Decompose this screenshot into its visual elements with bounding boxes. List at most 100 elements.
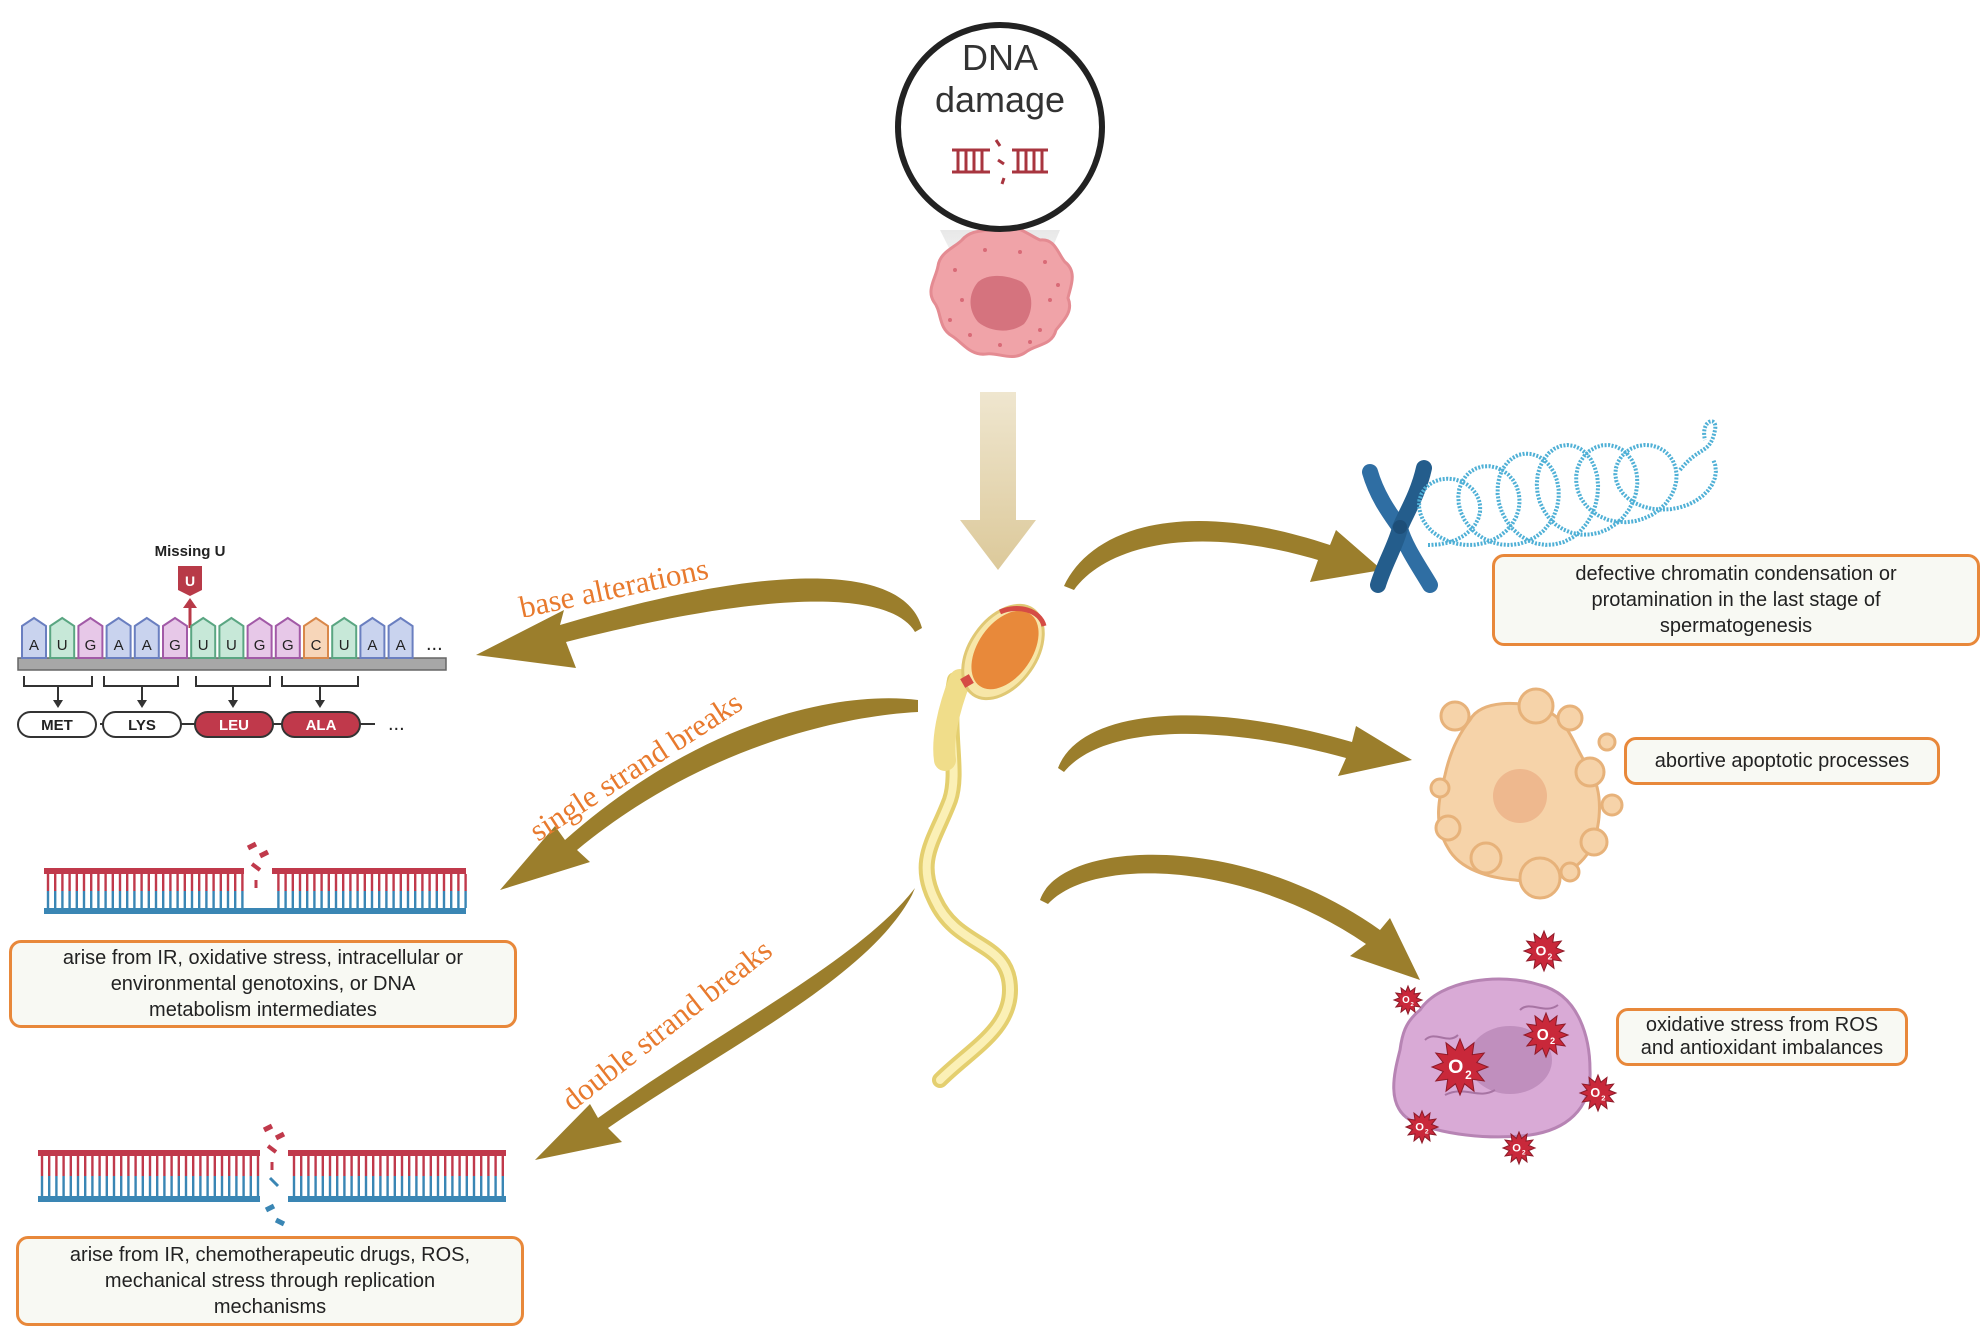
base-tile: C (303, 616, 329, 659)
dna-strand-red (38, 1150, 260, 1156)
base-tile: G (274, 616, 301, 659)
arrow-base-alterations (476, 578, 922, 668)
ros-label: O (1536, 942, 1547, 958)
apoptotic-cell-icon (1429, 687, 1624, 900)
amino-acid-pill: LYS (102, 711, 182, 738)
codon-brackets (23, 676, 359, 700)
base-tile: G (246, 616, 273, 659)
base-tile: U (190, 616, 217, 659)
base-letter: A (114, 637, 124, 654)
aa-ellipsis: ... (388, 713, 405, 735)
arrow-single-strand (500, 698, 918, 890)
chromatin-line3: spermatogenesis (1659, 615, 1813, 637)
sperm-tail-core (922, 676, 1015, 1084)
broken-fragment (246, 841, 258, 851)
apoptosis-line1: abortive apoptotic processes (1654, 750, 1910, 772)
missing-u-tile (178, 566, 202, 596)
ros-subscript: 2 (1548, 951, 1553, 961)
amino-acid-pill: ALA (281, 711, 361, 738)
base-tile: A (359, 616, 386, 659)
missing-u-label: Missing U (155, 543, 226, 560)
dna-strand-red (44, 868, 244, 874)
amino-acid-pill: MET (17, 711, 97, 738)
base-tile: U (218, 616, 245, 659)
base-tile: A (133, 616, 160, 659)
pathway-arrows (476, 520, 1420, 1160)
base-letter: G (85, 637, 97, 654)
ros-subscript: 2 (1425, 1129, 1429, 1136)
ssb-cause-box: arise from IR, oxidative stress, intrace… (9, 940, 517, 1028)
ros-label: O (1590, 1086, 1600, 1100)
base-tile: G (77, 616, 104, 659)
chromosome-icon (1362, 460, 1438, 593)
ros-subscript: 2 (1522, 1150, 1526, 1157)
dna-strand-blue (44, 908, 466, 914)
rna-backbone (17, 657, 447, 671)
label-single-strand-breaks: single strand breaks (523, 684, 749, 847)
arrow-chromatin (1064, 520, 1382, 590)
dsb-cause-line3: mechanisms (213, 1296, 327, 1318)
broken-fragment (262, 1123, 274, 1133)
base-letter: A (142, 637, 152, 654)
dna-strand-red (288, 1150, 506, 1156)
sperm-cell-icon (918, 603, 1047, 1088)
cell-speckles (948, 248, 1060, 347)
base-letter: A (396, 637, 406, 654)
ros-label: O (1402, 995, 1410, 1006)
base-tile: A (21, 616, 47, 659)
chromatin-coil-path (1416, 442, 1718, 548)
base-tile: A (387, 616, 414, 659)
ros-label: O (1512, 1143, 1521, 1155)
ros-subscript: 2 (1550, 1036, 1555, 1046)
dna-strand-red (272, 868, 466, 874)
oxidative-line1: oxidative stress from ROS (1645, 1014, 1879, 1036)
base-letter: C (311, 637, 322, 654)
chromatin-tail (1678, 419, 1718, 472)
base-tile: U (331, 616, 358, 659)
dsb-cause-box: arise from IR, chemotherapeutic drugs, R… (16, 1236, 524, 1326)
ssb-cause-line2: environmental genotoxins, or DNA (110, 973, 416, 995)
base-letter: G (169, 637, 181, 654)
chromatin-line1: defective chromatin condensation or (1575, 563, 1897, 585)
base-tile: U (49, 616, 76, 659)
oxidative-line2: and antioxidant imbalances (1640, 1037, 1884, 1059)
single-strand-break-dna (44, 841, 467, 914)
dna-damage-magnifier (895, 22, 1105, 232)
broken-fragment (250, 862, 262, 872)
base-letter: G (282, 637, 294, 654)
amino-acid-label: LYS (128, 717, 156, 734)
amino-acid-label: LEU (219, 717, 249, 734)
dna-strand-blue (38, 1196, 260, 1202)
base-letter: U (226, 637, 237, 654)
dna-damage-title-line1: DNA (962, 37, 1038, 78)
broken-fragment (274, 1217, 286, 1227)
broken-fragment (268, 1176, 280, 1188)
ros-subscript: 2 (1411, 1002, 1415, 1008)
sperm-neck (960, 674, 974, 688)
chromatin-fiber-icon (1416, 419, 1718, 548)
ros-label: O (1415, 1122, 1424, 1134)
arrow-double-strand (535, 888, 915, 1160)
base-tile: G (162, 616, 188, 659)
amino-acid-label: MET (41, 717, 73, 734)
missing-u-arrowhead (183, 598, 197, 608)
ros-label: O (1448, 1056, 1463, 1078)
nucleus-icon (970, 275, 1032, 331)
broken-fragment (266, 1144, 278, 1154)
dna-damage-header: DNA damage (895, 22, 1105, 358)
sperm-midpiece (933, 669, 971, 771)
double-strand-break-dna (38, 1123, 506, 1227)
ssb-cause-line3: metabolism intermediates (149, 999, 377, 1021)
ros-label: O (1537, 1027, 1549, 1044)
down-arrow (960, 392, 1036, 570)
base-letter: U (198, 637, 209, 654)
base-letter: A (367, 637, 377, 654)
